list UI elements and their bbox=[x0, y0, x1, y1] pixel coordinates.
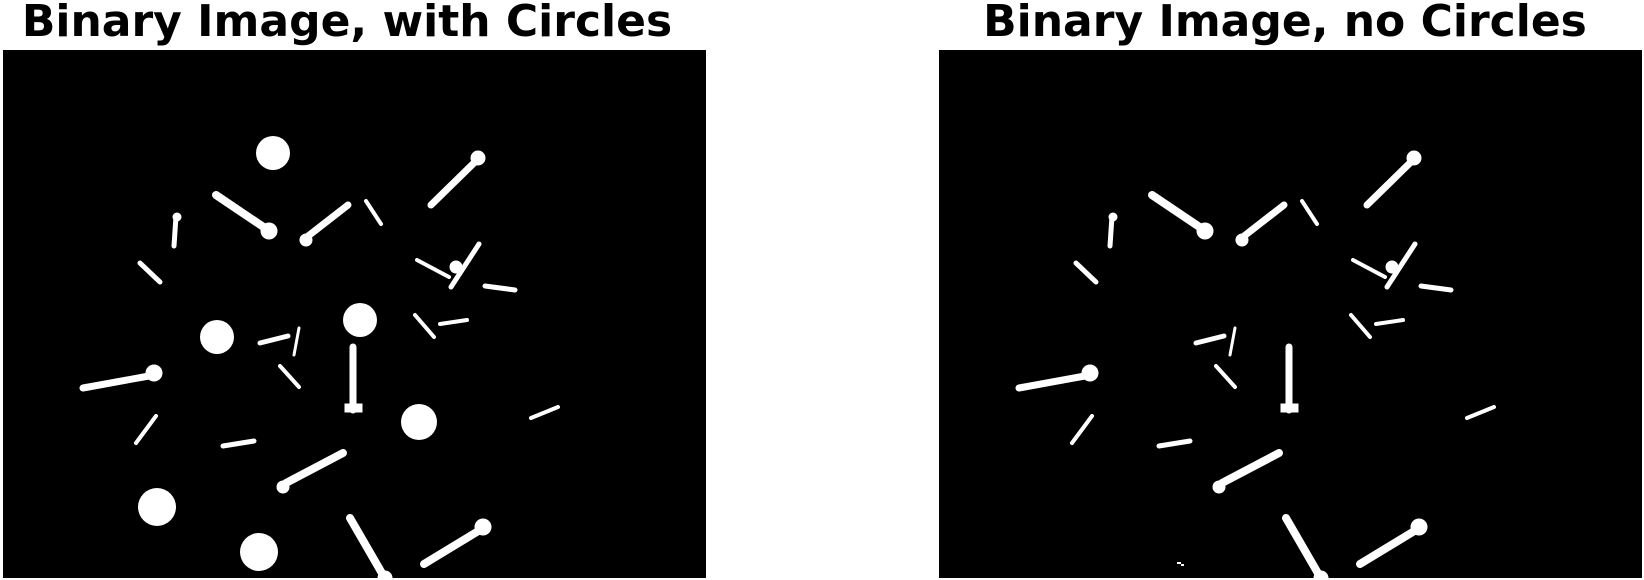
binary-image-with-circles bbox=[3, 50, 706, 578]
binary-image-no-circles-svg bbox=[939, 50, 1642, 578]
binary-image-with-circles-svg bbox=[3, 50, 706, 578]
panel-title-with-circles: Binary Image, with Circles bbox=[21, 0, 673, 47]
binary-image-no-circles bbox=[939, 50, 1642, 578]
panel-title-no-circles: Binary Image, no Circles bbox=[983, 0, 1587, 47]
image-background bbox=[939, 50, 1642, 578]
